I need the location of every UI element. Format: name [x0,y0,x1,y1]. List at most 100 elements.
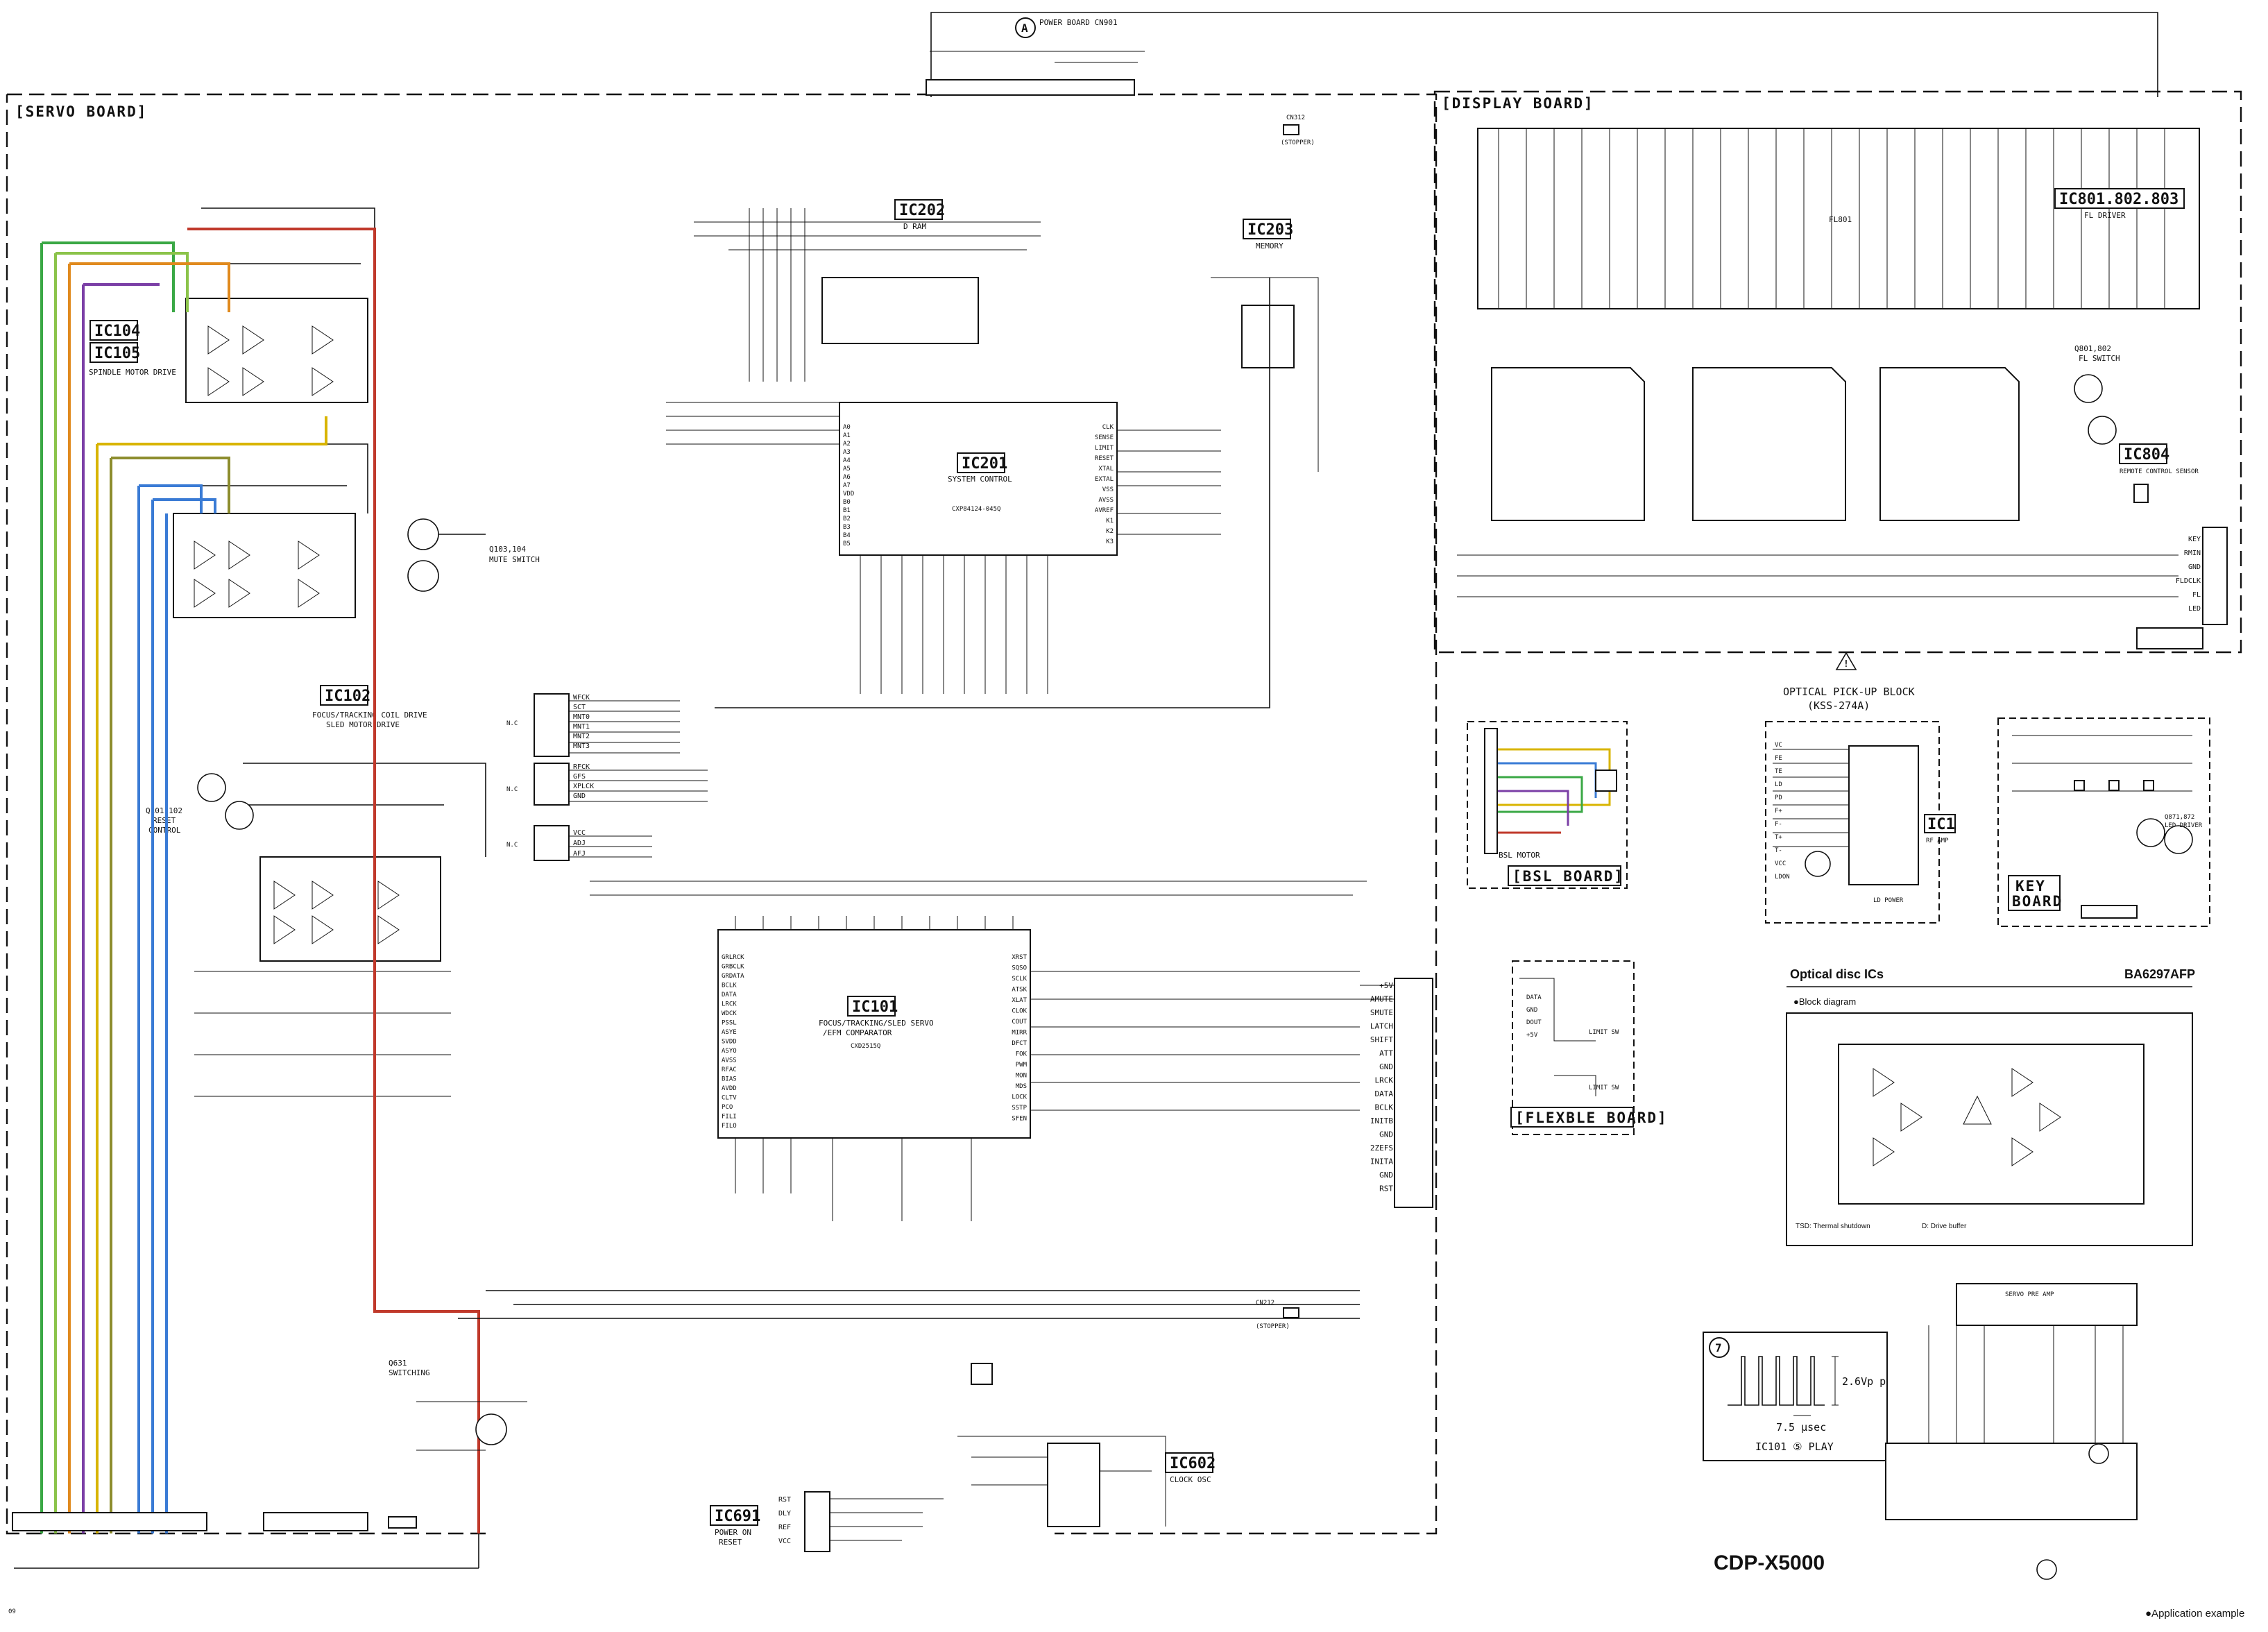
ic201-pin-label: B5 [843,541,851,547]
ic201-pin-label: B0 [843,499,851,506]
mute-switch-label: MUTE SWITCH [489,555,540,564]
svg-text:A: A [1021,22,1028,35]
ic101-pin-label: COUT [1012,1019,1027,1026]
bsl-board-label: [BSL BOARD] [1512,868,1624,885]
ic691-label: IC691 [715,1508,760,1525]
bsl-board [1467,721,1628,889]
nc-label-1: N.C [506,720,518,727]
ic202-block [694,208,1041,382]
aux-signal-label: WFCK [573,694,590,702]
ic104-block [160,207,375,618]
period-label: 7.5 μsec [1776,1421,1826,1434]
ic201-pin-label: K2 [1106,528,1114,535]
waveform-box: 7 [1703,1332,1888,1461]
ic101-pin-label: BCLK [722,983,737,989]
pickup-pin-label: T- [1775,847,1782,854]
display-board-label: [DISPLAY BOARD] [1442,95,1594,112]
ic104-label: IC104 [94,323,140,340]
application-example [1885,1283,2138,1580]
page-number: 09 [8,1608,16,1615]
aux-signal-label: MNT3 [573,742,590,750]
ic202-desc: D RAM [903,222,926,231]
fl-module-label: FL801 [1829,215,1852,224]
ic102-label: IC102 [325,688,370,705]
stopper1-label: (STOPPER) [1281,139,1315,146]
ic201-pin-label: VSS [1102,486,1114,493]
connector-signal-label: ATT [1379,1049,1393,1058]
display-cn-label: GND [2188,563,2201,571]
mute-switch-ref: Q103,104 [489,545,526,554]
ic101-pin-label: MIRR [1012,1030,1027,1037]
ic101-block [458,881,1367,1319]
ic101-right-pins: XRSTSQSOSCLKATSKXLATCLOKCOUTMIRRDFCTFOKP… [1012,954,1027,1123]
ic101-desc-1: FOCUS/TRACKING/SLED SERVO [819,1019,934,1028]
connector-signal-label: +5V [1379,981,1393,990]
nc-label-3: N.C [506,842,518,849]
ic201-pin-label: AVSS [1098,497,1114,504]
ic101-label: IC101 [852,998,898,1016]
connector-signal-label: 2ZEFS [1370,1144,1393,1153]
aux-connectors [534,693,708,861]
pickup-pin-label: VC [1775,742,1782,749]
ic101-pin-label: FOK [1016,1051,1028,1058]
aux-signal-label: SCT [573,704,586,711]
pickup-pin-label: VCC [1775,860,1786,867]
ic101-pin-label: SSTP [1012,1105,1027,1112]
ic201-pin-label: EXTAL [1095,476,1114,483]
ic691-block [804,1491,944,1552]
ic201-right-pins: CLKSENSELIMITRESETXTALEXTALVSSAVSSAVREFK… [1095,424,1114,545]
ic201-desc: SYSTEM CONTROL [948,475,1012,484]
ic201-pin-label: B2 [843,516,851,522]
ic101-pin-label: LRCK [722,1001,737,1008]
ic101-pin-label: AVDD [722,1085,737,1092]
ic101-pin-label: GRDATA [722,973,744,980]
power-board-connector: A [926,12,2158,97]
ic101-play-label: IC101 ⑤ PLAY [1755,1440,1834,1453]
ic203-block [1211,277,1319,472]
pickup-pin-label: PD [1775,794,1782,801]
ic101-pin-label: SFEN [1012,1116,1027,1123]
ic201-pin-label: AVREF [1095,507,1114,514]
connector-signal-label: RST [1379,1184,1393,1193]
pickup-pin-label: LDON [1775,874,1790,881]
pickup-pin-label: T+ [1775,834,1782,841]
ic101-pin-label: PWM [1016,1062,1028,1069]
connector-signal-label: BCLK [1375,1103,1394,1112]
ic201-label: IC201 [962,455,1007,473]
ic602-label: IC602 [1170,1455,1216,1472]
flex-board [1512,960,1635,1135]
ic691-pin-label: VCC [778,1538,791,1545]
ic691-pin-label: DLY [778,1510,791,1518]
pickup-pin-label: F+ [1775,808,1782,815]
connector-signal-label: SHIFT [1370,1035,1393,1044]
aux-signal-label: XPLCK [573,783,594,790]
display-connector [2136,527,2228,649]
connector-signal-label: INITA [1370,1157,1393,1166]
connector-signal-list: +5VAMUTESMUTELATCHSHIFTATTGNDLRCKDATABCL… [1370,981,1393,1193]
ic101-pin-label: RFAC [722,1066,737,1073]
ic101-pin-label: MON [1016,1073,1027,1080]
connector-signal-label: LRCK [1375,1076,1394,1085]
ic101-pin-label: ASYO [722,1048,737,1055]
ic801-label: IC801.802.803 [2059,191,2179,208]
ic101-pin-label: DATA [722,992,737,998]
aux-signal-label: GFS [573,773,586,781]
ic201-pin-label: K3 [1106,538,1114,545]
limit-sw-label-1: LIMIT SW [1589,1029,1619,1036]
ic201-block [666,278,1270,708]
limit-sw-label-2: LIMIT SW [1589,1085,1619,1091]
ic101-pin-label: BIAS [722,1076,737,1083]
connector-signal-label: GND [1379,1171,1393,1180]
bottom-connector [12,1512,479,1569]
stopper2-label: (STOPPER) [1256,1323,1290,1330]
ic101-pin-label: SCLK [1012,976,1027,983]
ic691-pin-label: REF [778,1524,791,1531]
aux-signal-label: AFJ [573,850,586,858]
ic201-pin-label: K1 [1106,518,1114,525]
ic804-desc: REMOTE CONTROL SENSOR [2120,468,2199,475]
